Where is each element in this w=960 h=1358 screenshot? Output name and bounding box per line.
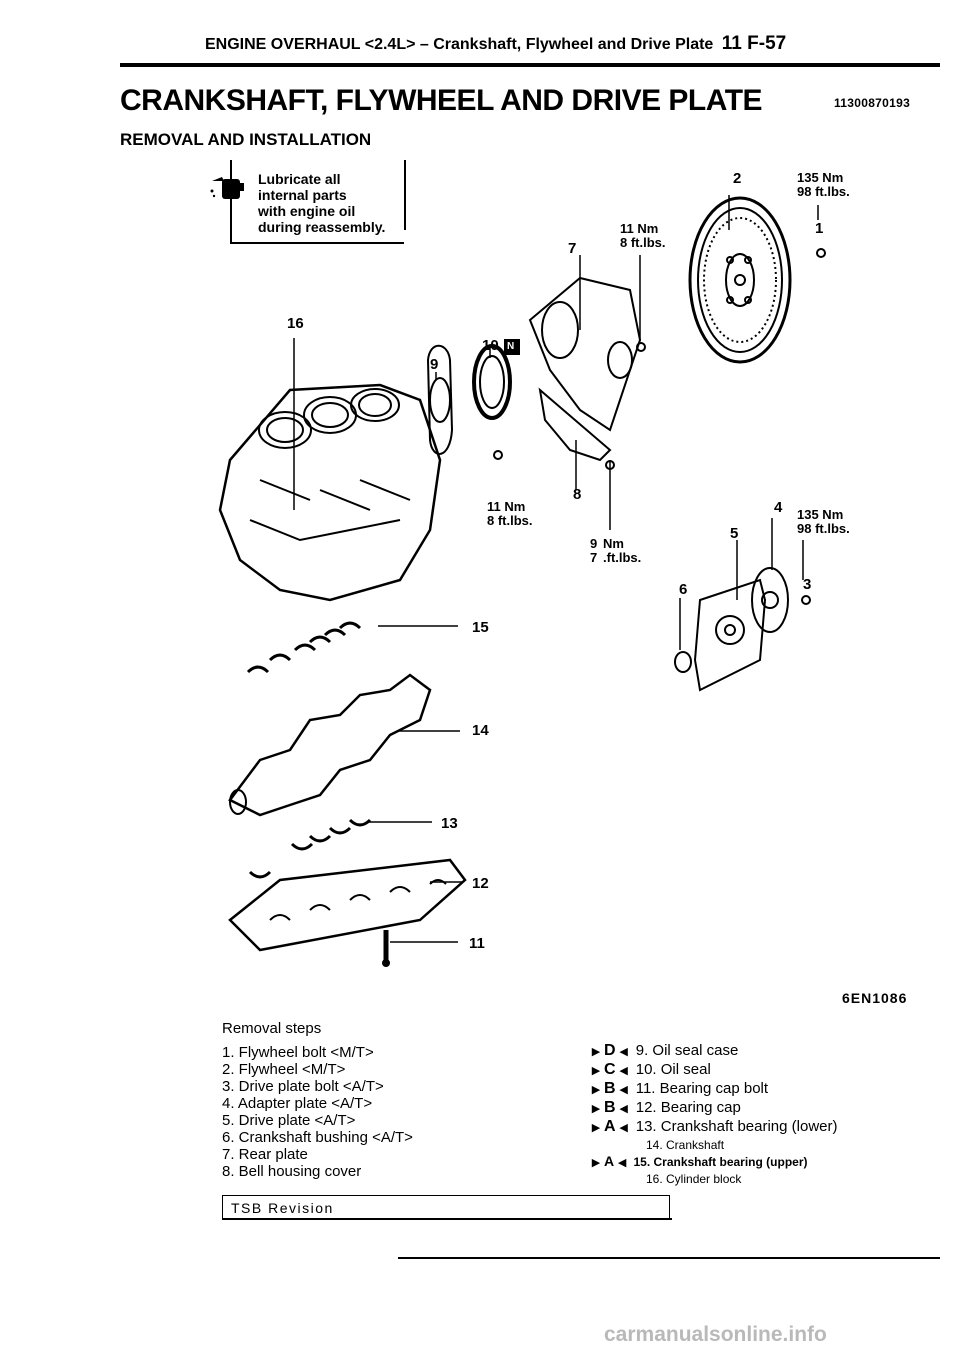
install-mark: D [604, 1042, 616, 1059]
arrow-right-icon: ▶ [591, 1103, 601, 1115]
step-16: 16. Cylinder block [646, 1172, 742, 1186]
step-10: ▶C◀ 10. Oil seal [588, 1061, 838, 1080]
arrow-right-icon: ▶ [591, 1065, 601, 1077]
callout-8: 8 [573, 486, 582, 503]
torque-oil-seal-case: 11 Nm 8 ft.lbs. [487, 499, 533, 528]
page-header: ENGINE OVERHAUL <2.4L> – Crankshaft, Fly… [205, 33, 786, 55]
oil-seal-case [426, 344, 454, 455]
step-2: 2. Flywheel <M/T> [222, 1061, 346, 1078]
section-subtitle: REMOVAL AND INSTALLATION [120, 130, 372, 149]
lube-note-text: Lubricate all internal parts with engine… [258, 171, 386, 235]
callout-14: 14 [472, 722, 489, 739]
removal-steps-right: ▶D◀ 9. Oil seal case ▶C◀ 10. Oil seal ▶B… [588, 1042, 838, 1187]
arrow-left-icon: ◀ [619, 1065, 628, 1077]
install-mark: B [604, 1080, 616, 1097]
figure-code: 6EN1086 [842, 990, 908, 1006]
callout-15: 15 [472, 619, 489, 636]
flywheel [688, 196, 792, 364]
torque-drive-plate-bolt: 135 Nm 98 ft.lbs. [797, 507, 850, 536]
step-14: 14. Crankshaft [646, 1138, 725, 1152]
callout-16: 16 [287, 315, 304, 332]
step-7: 7. Rear plate [222, 1146, 308, 1163]
callout-1: 1 [815, 220, 824, 237]
arrow-right-icon: ▶ [591, 1157, 601, 1169]
step-9: ▶D◀ 9. Oil seal case [588, 1042, 838, 1061]
torque-bell-housing-cover: Nm .ft.lbs. [603, 536, 642, 565]
callout-5: 5 [730, 525, 739, 542]
oil-can-icon [210, 177, 244, 199]
callout-12: 12 [472, 875, 489, 892]
bearing-cap [228, 858, 467, 952]
leader-lines [293, 195, 819, 943]
torque-rear-plate: 11 Nm 8 ft.lbs. [620, 221, 666, 250]
torque-flywheel-bolt: 135 Nm 98 ft.lbs. [797, 170, 850, 199]
header-rule [120, 63, 940, 67]
callout-9-top: 9 [430, 356, 439, 373]
arrow-right-icon: ▶ [591, 1122, 601, 1134]
drive-plate [693, 578, 767, 692]
tsb-revision-box: TSB Revision [222, 1195, 670, 1219]
step-4: 4. Adapter plate <A/T> [222, 1095, 373, 1112]
install-mark: B [604, 1099, 616, 1116]
page-title: CRANKSHAFT, FLYWHEEL AND DRIVE PLATE [120, 84, 763, 117]
bearing-upper [246, 621, 362, 674]
step-12: ▶B◀ 12. Bearing cap [588, 1099, 838, 1118]
crankshaft [228, 673, 432, 817]
step-5: 5. Drive plate <A/T> [222, 1112, 356, 1129]
oil-seal [472, 344, 512, 420]
bolt-markers [493, 248, 826, 605]
arrow-right-icon: ▶ [591, 1046, 601, 1058]
arrow-left-icon: ◀ [619, 1122, 628, 1134]
callout-11: 11 [469, 935, 485, 952]
header-text: ENGINE OVERHAUL <2.4L> – Crankshaft, Fly… [205, 36, 714, 53]
callout-6: 6 [679, 581, 688, 598]
lube-note-box [230, 160, 406, 244]
document-number: 11300870193 [834, 96, 911, 110]
arrow-left-icon: ◀ [619, 1084, 628, 1096]
bottom-rule [398, 1257, 940, 1259]
tsb-rule [222, 1218, 672, 1220]
removal-steps-heading: Removal steps [222, 1020, 322, 1037]
step-8: 8. Bell housing cover [222, 1163, 362, 1180]
arrow-left-icon: ◀ [619, 1046, 628, 1058]
cylinder-block [218, 383, 442, 602]
arrow-right-icon: ▶ [591, 1084, 601, 1096]
install-mark: C [604, 1061, 616, 1078]
crankshaft-bushing [674, 651, 692, 673]
step-3: 3. Drive plate bolt <A/T> [222, 1078, 384, 1095]
bell-housing-cover [538, 387, 612, 462]
step-13: ▶A◀ 13. Crankshaft bearing (lower) [588, 1118, 838, 1137]
step-15: ▶A◀ 15. Crankshaft bearing (upper) [588, 1153, 838, 1171]
bearing-lower [248, 818, 372, 879]
step-1: 1. Flywheel bolt <M/T> [222, 1044, 374, 1061]
page-number: 11 F-57 [721, 33, 787, 54]
new-part-mark: N [507, 341, 515, 352]
callout-7: 7 [568, 240, 577, 257]
rear-plate [528, 276, 642, 432]
install-mark: A [604, 1153, 615, 1169]
watermark: carmanualsonline.info [604, 1323, 827, 1346]
exploded-diagram [218, 195, 826, 967]
adapter-plate [751, 567, 789, 633]
callout-13: 13 [441, 815, 458, 832]
removal-steps-left: 1. Flywheel bolt <M/T> 2. Flywheel <M/T>… [222, 1044, 413, 1180]
arrow-left-icon: ◀ [619, 1103, 628, 1115]
callout-3: 3 [803, 576, 812, 593]
callout-4: 4 [774, 499, 783, 516]
step-6: 6. Crankshaft bushing <A/T> [222, 1129, 413, 1146]
callout-10: 10 [482, 337, 499, 354]
callout-2: 2 [733, 170, 742, 187]
install-mark: A [604, 1118, 616, 1135]
step-11: ▶B◀ 11. Bearing cap bolt [588, 1080, 838, 1099]
torque-prefix: 9 7 [590, 536, 598, 565]
arrow-left-icon: ◀ [617, 1157, 627, 1169]
bearing-cap-bolt [382, 930, 390, 967]
